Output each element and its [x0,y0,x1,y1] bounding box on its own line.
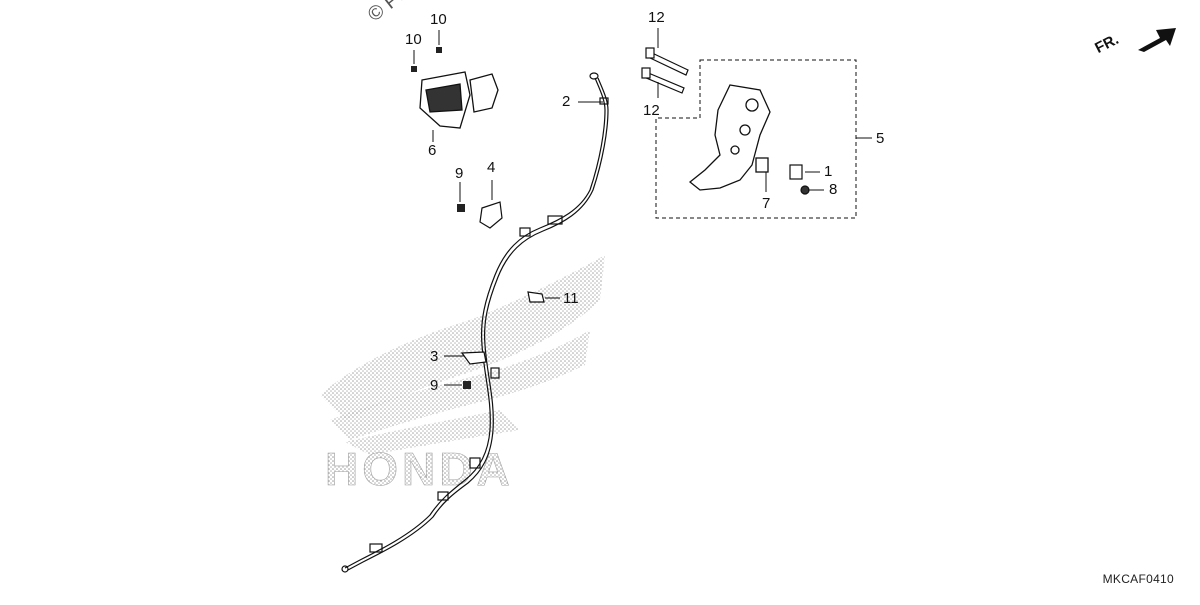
small-bolts[interactable] [411,47,471,389]
honda-wing-logo [320,255,605,455]
bracket-assembly[interactable] [688,84,771,191]
front-arrow-icon [1138,28,1176,52]
long-bolts[interactable] [641,47,689,94]
callout-11[interactable]: 11 [563,290,579,307]
callout-1[interactable]: 1 [824,163,833,180]
callout-6[interactable]: 6 [428,142,437,159]
callout-9-lower[interactable]: 9 [430,377,439,394]
callout-12-bottom[interactable]: 12 [643,102,660,119]
callout-3[interactable]: 3 [430,348,439,365]
callout-7[interactable]: 7 [762,195,771,212]
callout-2[interactable]: 2 [562,93,571,110]
bracket-group-box [655,59,857,219]
diagram-code: MKCAF0410 [1102,572,1174,586]
clips[interactable] [460,291,545,365]
leader-lines [413,28,872,386]
callout-10-right[interactable]: 10 [430,11,447,28]
clamp-part[interactable] [479,201,503,229]
callout-10-left[interactable]: 10 [405,31,422,48]
honda-logo-text: HONDA [325,443,514,495]
collar-part[interactable] [789,164,810,195]
callout-8[interactable]: 8 [829,181,838,198]
callout-12-top[interactable]: 12 [648,9,665,26]
callout-9-upper[interactable]: 9 [455,165,464,182]
callout-5[interactable]: 5 [876,130,885,147]
cable-assembly[interactable] [341,72,609,573]
callout-4[interactable]: 4 [487,159,496,176]
cover-part[interactable] [419,71,499,129]
